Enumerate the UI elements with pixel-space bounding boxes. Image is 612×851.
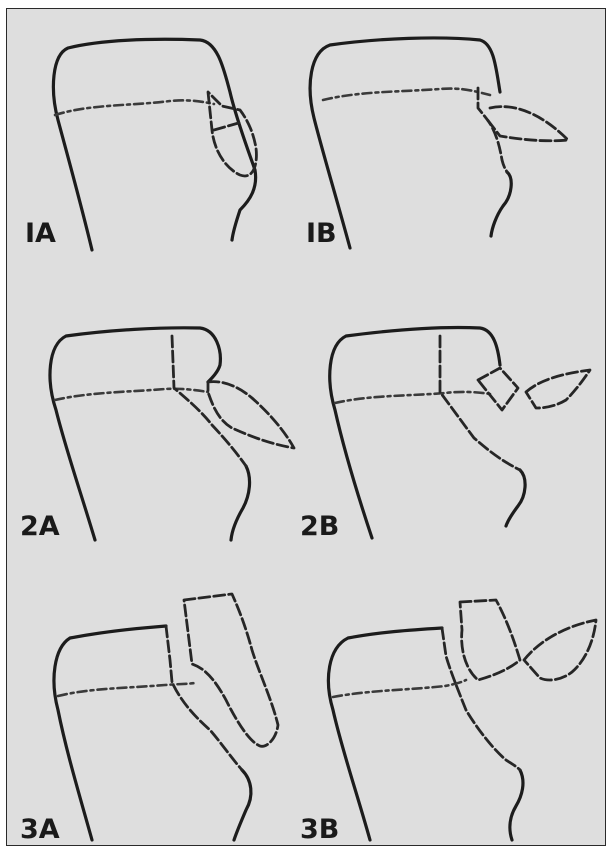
displaced-fragment-3b-a: [460, 600, 520, 680]
displaced-fragment-3a: [184, 594, 278, 746]
growth-plate-1a: [55, 100, 214, 115]
bone-shaft-1b: [491, 172, 511, 236]
bone-outline-2b: [330, 327, 500, 538]
bone-outline-1a: [53, 39, 255, 250]
displaced-fragment-3b-b: [524, 620, 596, 680]
panel-label-1a: IA: [25, 218, 56, 249]
bone-shaft-3a: [234, 770, 251, 840]
metaphyseal-fracture-2a: [172, 336, 246, 466]
bone-shaft-2b: [506, 470, 525, 526]
bone-shaft-2a: [231, 466, 250, 540]
panel-label-3b: 3B: [300, 814, 339, 845]
panel-label-3a: 3A: [20, 814, 60, 845]
bone-outline-3a: [54, 626, 166, 840]
bone-outline-2a: [50, 328, 220, 540]
panel-label-1b: IB: [306, 218, 337, 249]
panel-2b: 2B: [300, 327, 590, 542]
panel-1a: IA: [25, 39, 256, 250]
fracture-line-1b: [478, 88, 507, 172]
bone-outline-3b: [328, 628, 442, 840]
growth-plate-1b: [323, 89, 490, 100]
panel-label-2b: 2B: [300, 511, 339, 542]
panel-label-2a: 2A: [20, 511, 60, 542]
epiphyseal-fracture-3a: [166, 626, 242, 770]
growth-plate-3b: [333, 680, 466, 697]
growth-plate-2b: [335, 392, 490, 403]
panel-1b: IB: [306, 38, 568, 249]
panel-3b: 3B: [300, 600, 596, 845]
small-fragment-2b: [478, 368, 518, 410]
bone-outline-1b: [310, 38, 500, 248]
panel-3a: 3A: [20, 594, 278, 845]
panel-2a: 2A: [20, 328, 294, 542]
displaced-fragment-1b: [486, 107, 568, 141]
displaced-fragment-2b: [526, 370, 590, 408]
bone-shaft-3b: [510, 770, 523, 840]
displaced-fragment-2a: [208, 382, 294, 448]
epiphyseal-fracture-3b: [442, 628, 520, 770]
